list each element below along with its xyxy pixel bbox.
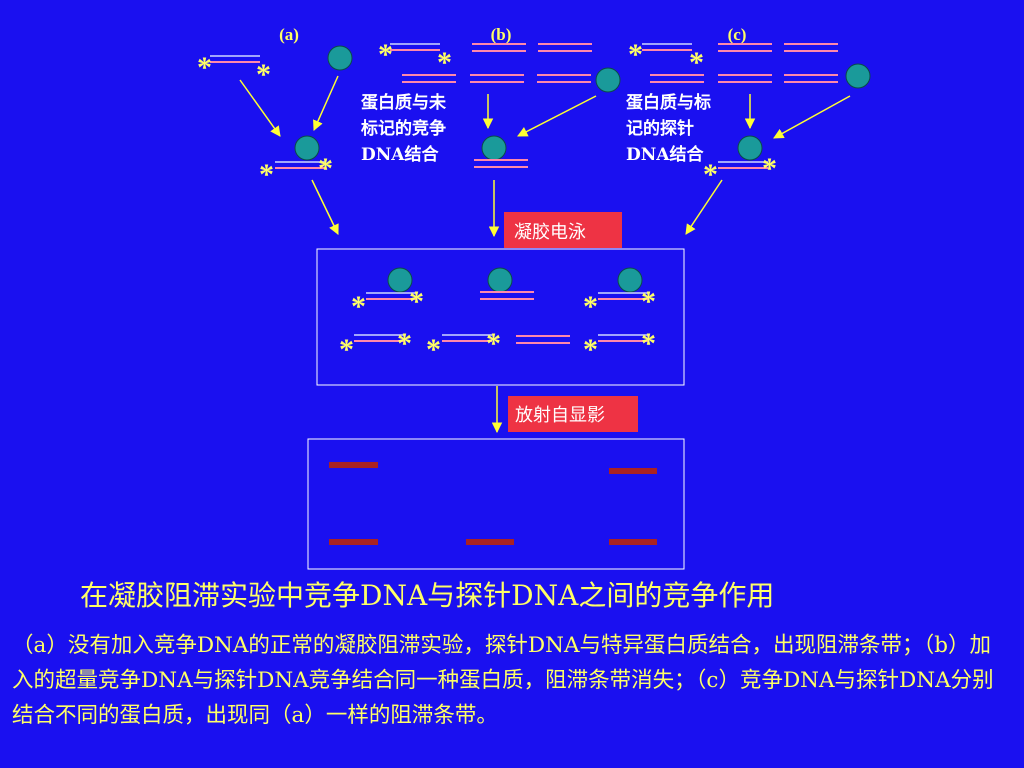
star-marker: * — [641, 327, 656, 360]
note-c-line1: 蛋白质与标 — [626, 92, 711, 113]
figure-caption: （a）没有加入竞争DNA的正常的凝胶阻滞实验，探针DNA与特异蛋白质结合，出现阻… — [12, 633, 994, 728]
autoradiography-label: 放射自显影 — [515, 405, 605, 426]
star-marker: * — [256, 58, 271, 91]
band-b-free — [466, 539, 514, 545]
arrow-a2 — [313, 75, 339, 131]
protein-b — [595, 67, 621, 93]
figure-title: 在凝胶阻滞实验中竞争DNA与探针DNA之间的竞争作用 — [80, 579, 775, 612]
protein-a — [327, 45, 353, 71]
complex-b — [473, 135, 529, 168]
gel-lane-b: * * — [426, 267, 571, 366]
note-c-line3: DNA结合 — [626, 144, 704, 165]
star-marker: * — [339, 333, 354, 366]
star-marker: * — [689, 46, 704, 79]
star-marker: * — [318, 152, 333, 185]
star-marker: * — [397, 327, 412, 360]
electrophoresis-tag: 凝胶电泳 — [504, 212, 622, 248]
arrow-c3 — [685, 179, 723, 235]
autoradiography-tag: 放射自显影 — [508, 396, 638, 432]
star-marker: * — [437, 46, 452, 79]
note-c-line2: 记的探针 — [626, 118, 694, 139]
star-marker: * — [703, 158, 718, 191]
star-marker: * — [628, 38, 643, 71]
gel-lane-c: * * * * — [583, 267, 656, 366]
complex-a: * * — [259, 135, 333, 191]
band-c-shifted — [609, 468, 657, 474]
column-label-b: (b) — [491, 25, 512, 44]
arrow-a3 — [311, 179, 339, 235]
note-c: 蛋白质与标 记的探针 DNA结合 — [626, 92, 711, 165]
star-marker: * — [641, 285, 656, 318]
arrow-c2 — [773, 95, 851, 139]
star-marker: * — [426, 333, 441, 366]
star-marker: * — [409, 285, 424, 318]
band-a-shifted — [329, 462, 378, 468]
star-marker: * — [351, 290, 366, 323]
note-b-line2: 标记的竞争 — [361, 118, 446, 139]
protein-c — [845, 63, 871, 89]
band-a-free — [329, 539, 378, 545]
probe-dna-c: * * — [628, 38, 704, 79]
complex-c: * * — [703, 135, 777, 191]
note-b: 蛋白质与未 标记的竞争 DNA结合 — [361, 92, 446, 165]
note-b-line3: DNA结合 — [361, 144, 439, 165]
column-label-c: (c) — [728, 25, 747, 44]
electrophoresis-label: 凝胶电泳 — [514, 222, 586, 243]
gel-lane-a: * * * * — [339, 267, 424, 366]
star-marker: * — [762, 152, 777, 185]
gel-box — [316, 248, 685, 386]
star-marker: * — [486, 327, 501, 360]
probe-dna-b: * * — [378, 38, 452, 79]
arrow-b2 — [517, 95, 597, 137]
star-marker: * — [259, 158, 274, 191]
star-marker: * — [197, 51, 212, 84]
note-b-line1: 蛋白质与未 — [361, 92, 446, 113]
star-marker: * — [583, 290, 598, 323]
probe-dna-a: * * — [197, 51, 271, 91]
autoradiogram-box — [307, 438, 685, 570]
band-c-free — [609, 539, 657, 545]
star-marker: * — [583, 333, 598, 366]
star-marker: * — [378, 38, 393, 71]
column-label-a: (a) — [279, 25, 299, 44]
arrow-a1 — [239, 79, 281, 137]
